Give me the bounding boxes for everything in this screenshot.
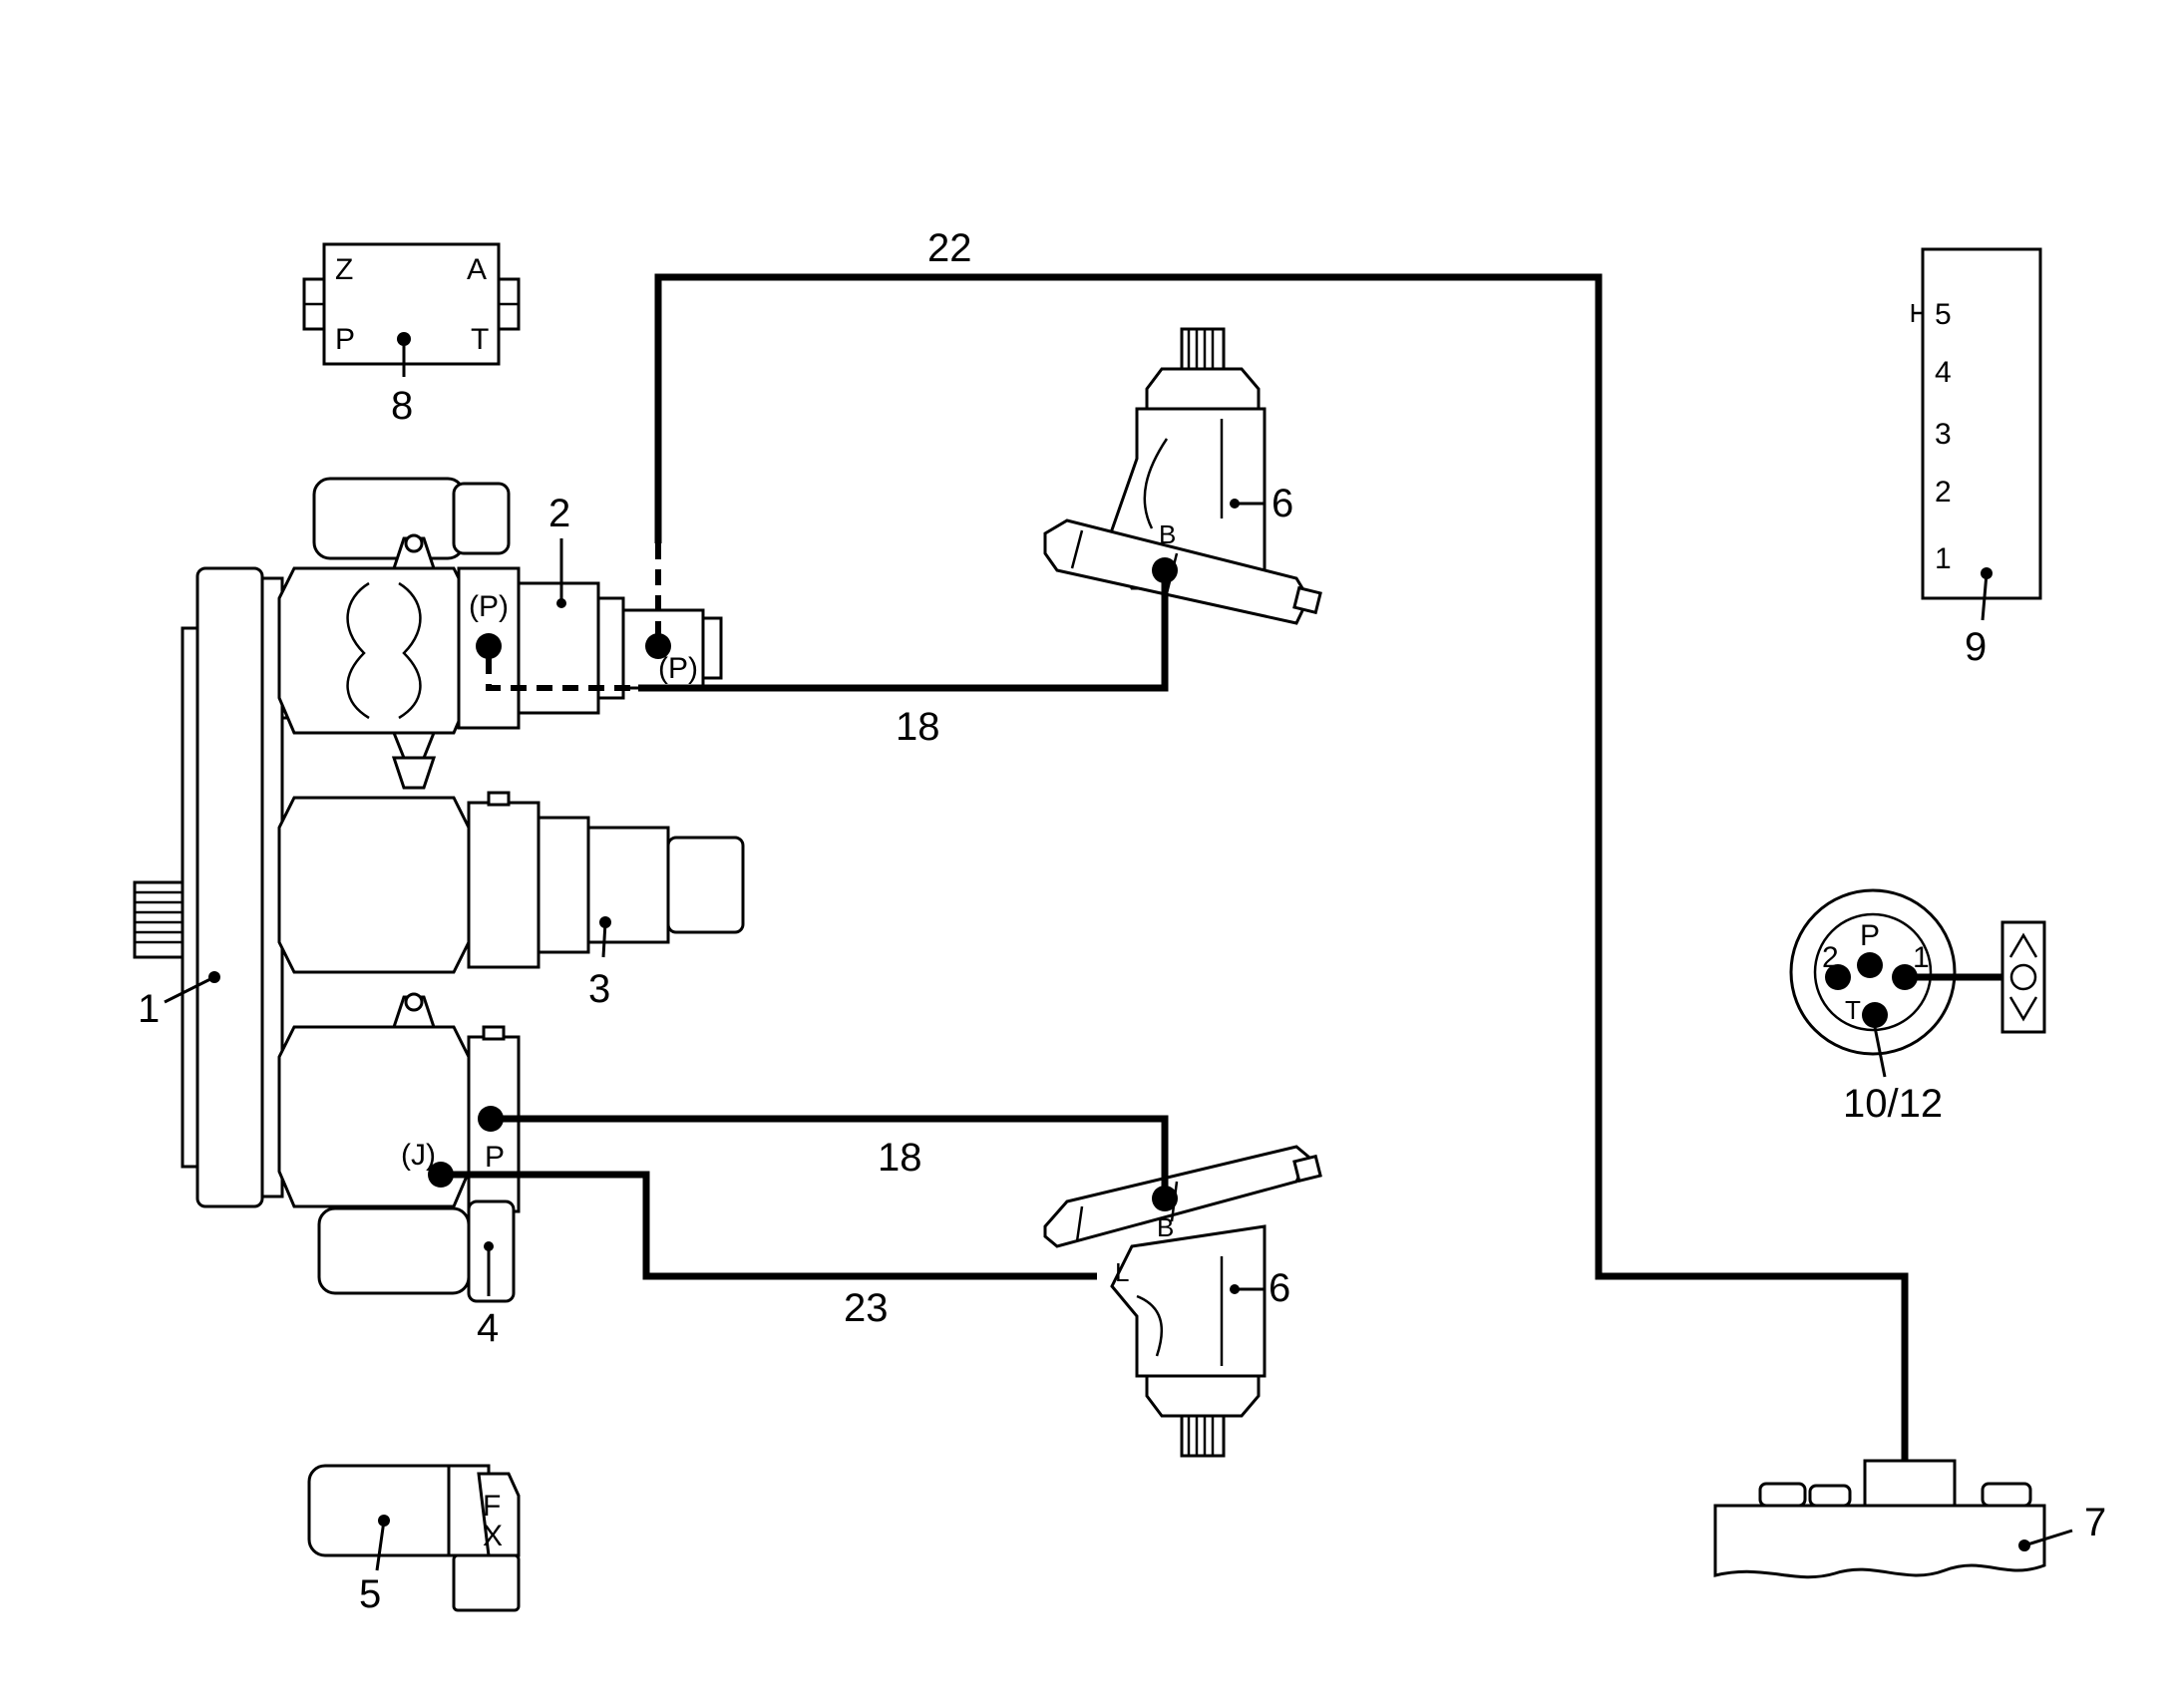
label-6-top: 6	[1271, 482, 1293, 525]
terminal-2: 2	[1935, 476, 1952, 509]
label-2: 2	[548, 492, 570, 535]
motor-5-port-f: F	[483, 1490, 501, 1523]
terminal-4: 4	[1935, 356, 1952, 389]
valve-8-port-t: T	[471, 323, 489, 356]
label-9: 9	[1965, 625, 1987, 669]
line-label-18-top: 18	[896, 705, 940, 749]
motor-6-bottom-port-b: B	[1157, 1212, 1174, 1242]
pump-3: 3	[277, 756, 745, 1011]
gearbox-1: 1	[133, 566, 284, 1208]
block-port-p: (P)	[658, 652, 698, 685]
terminal-strip-9: 5 4 3 2 1 9	[1911, 247, 2042, 669]
joystick-port-2: 2	[1822, 941, 1839, 974]
valve-8-port-a: A	[467, 253, 487, 286]
valve-8-port-p: P	[335, 323, 355, 356]
joystick-port-1: 1	[1913, 941, 1930, 974]
motor-6-top: B 6	[1043, 327, 1322, 625]
pump-4-port-p: P	[485, 1141, 505, 1174]
pump-2-port-p: (P)	[469, 590, 509, 623]
label-4: 4	[477, 1306, 499, 1350]
label-5: 5	[359, 1572, 381, 1616]
motor-6-bottom-port-l: L	[1115, 1257, 1129, 1287]
line-label-23: 23	[844, 1286, 889, 1330]
label-1: 1	[138, 987, 160, 1031]
terminal-3: 3	[1935, 418, 1952, 451]
valve-8: Z A P T 8	[302, 242, 521, 428]
hydraulic-lines: 22 18 18 23	[441, 226, 1909, 1461]
label-3: 3	[588, 967, 610, 1011]
label-7: 7	[2084, 1501, 2106, 1544]
motor-5-port-x: X	[483, 1520, 503, 1552]
label-8: 8	[391, 384, 413, 428]
valve-8-port-z: Z	[335, 253, 353, 286]
label-10-12: 10/12	[1843, 1082, 1943, 1126]
joystick-10-12: P 2 1 T 10/12	[1789, 888, 2046, 1126]
control-unit-7: 7	[1713, 1459, 2106, 1579]
motor-5: F X 5	[307, 1464, 521, 1616]
motor-6-bottom: B L 6	[1043, 1145, 1322, 1458]
line-label-18-bottom: 18	[878, 1136, 922, 1180]
terminal-5: 5	[1935, 298, 1952, 331]
joystick-port-p: P	[1860, 919, 1880, 952]
label-6-bottom: 6	[1269, 1266, 1290, 1310]
line-label-22: 22	[927, 226, 972, 270]
pump-4-port-j: (J)	[401, 1139, 436, 1172]
joystick-port-t: T	[1845, 995, 1861, 1025]
terminal-1: 1	[1935, 542, 1952, 575]
motor-6-top-port-b: B	[1159, 519, 1176, 549]
pump-2: (P) 2 (P)	[277, 477, 723, 760]
